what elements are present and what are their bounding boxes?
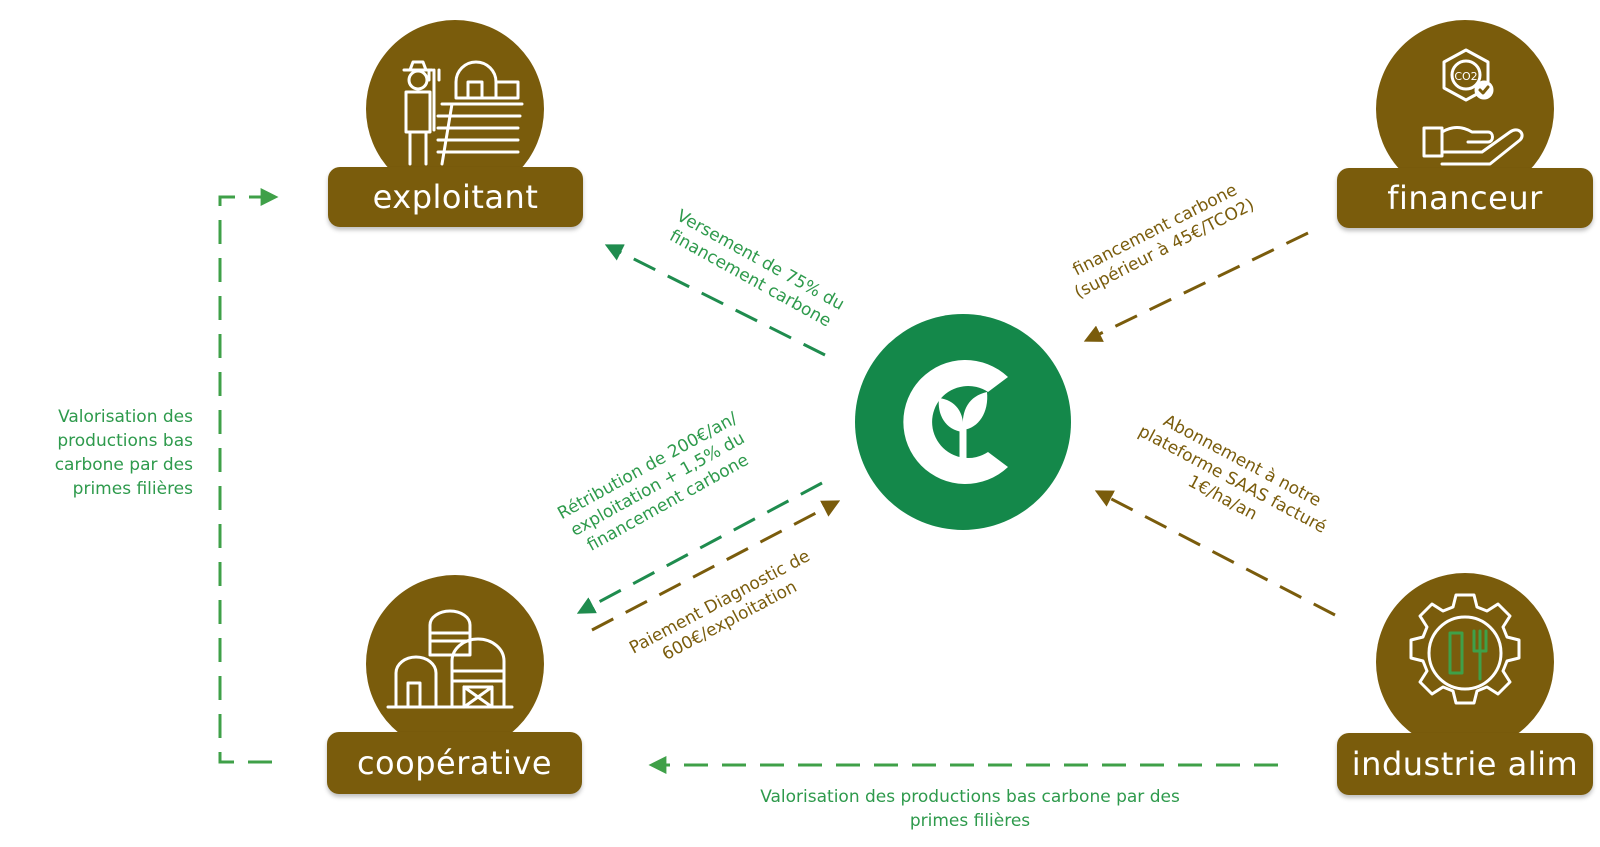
cooperative-label: coopérative xyxy=(327,732,582,794)
arrow-cooperative-to-exploitant xyxy=(218,188,279,764)
cooperative-circle xyxy=(366,575,544,753)
gear-cutlery-icon xyxy=(1409,593,1521,705)
hand-co2-certificate-icon: CO2 xyxy=(1422,48,1524,166)
arrow-from-financeur xyxy=(1083,231,1309,342)
industrie-circle xyxy=(1376,573,1554,751)
side-note-line: Valorisation des xyxy=(58,407,193,427)
arrow-to-cooperative xyxy=(576,481,823,614)
side-note: Valorisation des productions bas carbone… xyxy=(0,405,193,501)
silos-barn-icon xyxy=(386,609,514,709)
arrow-from-cooperative xyxy=(591,500,841,632)
exploitant-label: exploitant xyxy=(328,167,583,227)
bottom-note: Valorisation des productions bas carbone… xyxy=(640,785,1300,833)
side-note-line: carbone par des xyxy=(54,455,193,475)
bottom-note-line: primes filières xyxy=(909,811,1031,831)
svg-text:CO2: CO2 xyxy=(1454,70,1477,83)
industrie-label: industrie alim xyxy=(1337,733,1593,795)
farmer-barn-field-icon xyxy=(402,60,524,166)
arrow-to-exploitant xyxy=(604,244,826,357)
bottom-note-line: Valorisation des productions bas carbone… xyxy=(760,787,1180,807)
arrow-from-industrie xyxy=(1094,490,1336,617)
side-note-line: primes filières xyxy=(72,479,193,499)
financeur-label: financeur xyxy=(1337,168,1593,228)
c-sprout-logo-icon xyxy=(855,314,1071,530)
side-note-line: productions bas xyxy=(57,431,193,451)
